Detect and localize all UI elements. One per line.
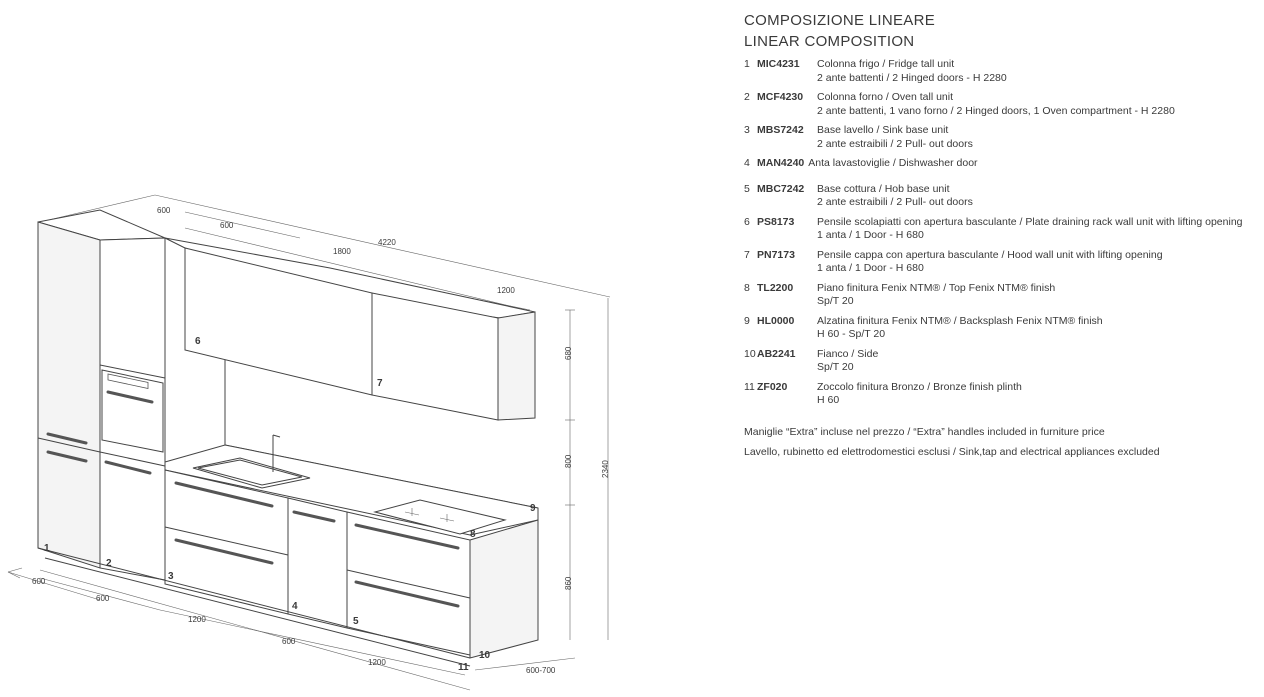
item-code: AB2241 xyxy=(757,347,796,360)
oven-tall-unit xyxy=(99,237,166,581)
item-description: Fianco / Side xyxy=(817,347,879,360)
label-9: 9 xyxy=(530,503,536,514)
label-4: 4 xyxy=(292,601,298,612)
list-item: 8 TL2200 Piano finitura Fenix NTM® / Top… xyxy=(744,282,1254,309)
title-english: LINEAR COMPOSITION xyxy=(744,33,915,50)
item-description: Base cottura / Hob base unit xyxy=(817,182,950,195)
item-code: MBS7242 xyxy=(757,124,804,136)
dim-right-800: 800 xyxy=(564,454,573,468)
dim-right-2340: 2340 xyxy=(601,460,610,478)
label-11: 11 xyxy=(458,662,469,673)
dim-bottom-600-700: 600-700 xyxy=(526,666,556,675)
item-description: Base lavello / Sink base unit xyxy=(817,124,949,136)
dim-bottom-600-b: 600 xyxy=(96,594,110,603)
label-8: 8 xyxy=(470,529,476,540)
item-detail: Sp/T 20 xyxy=(817,361,854,373)
dim-top-1200: 1200 xyxy=(497,286,515,295)
item-detail: 2 ante battenti / 2 Hinged doors - H 228… xyxy=(817,71,1007,84)
kitchen-isometric-drawing: 600 600 1800 4220 1200 680 800 2340 860 … xyxy=(7,194,611,691)
wall-units xyxy=(164,237,536,445)
item-number: 11 xyxy=(744,380,755,393)
label-7: 7 xyxy=(377,378,383,389)
list-item: 9 HL0000 Alzatina finitura Fenix NTM® / … xyxy=(744,315,1254,342)
item-description: Pensile cappa con apertura basculante / … xyxy=(817,248,1163,261)
item-detail: H 60 - Sp/T 20 xyxy=(817,328,886,340)
item-list: 1 MIC4231 Colonna frigo / Fridge tall un… xyxy=(744,58,1254,408)
item-number: 4 xyxy=(744,157,750,169)
item-detail: 2 ante battenti, 1 vano forno / 2 Hinged… xyxy=(817,104,1175,117)
label-1: 1 xyxy=(44,543,50,554)
label-3: 3 xyxy=(168,571,174,582)
item-detail: H 60 xyxy=(817,394,840,406)
composition-legend: COMPOSIZIONE LINEARE LINEAR COMPOSITION … xyxy=(744,10,1254,462)
item-code: HL0000 xyxy=(757,314,795,327)
item-code: MBC7242 xyxy=(757,182,805,195)
item-description: Anta lavastoviglie / Dishwasher door xyxy=(808,157,978,169)
item-number: 6 xyxy=(744,215,750,228)
list-item: 4 MAN4240 Anta lavastoviglie / Dishwashe… xyxy=(744,157,1254,171)
item-code: MIC4231 xyxy=(757,58,800,70)
dim-bottom-1200-b: 1200 xyxy=(368,658,386,667)
item-number: 8 xyxy=(744,281,750,294)
item-number: 5 xyxy=(744,182,750,195)
item-number: 2 xyxy=(744,91,750,103)
dim-top-1800: 1800 xyxy=(333,247,351,256)
item-code: ZF020 xyxy=(757,380,788,393)
item-description: Piano finitura Fenix NTM® / Top Fenix NT… xyxy=(817,281,1056,294)
notes: Maniglie “Extra” incluse nel prezzo / “E… xyxy=(744,422,1254,462)
item-description: Colonna frigo / Fridge tall unit xyxy=(817,58,955,70)
base-cabinets xyxy=(37,469,539,667)
list-item: 2 MCF4230 Colonna forno / Oven tall unit… xyxy=(744,91,1254,118)
item-detail: 1 anta / 1 Door - H 680 xyxy=(817,229,924,241)
item-code: PS8173 xyxy=(757,215,795,228)
dim-top-600-a: 600 xyxy=(157,206,171,215)
item-description: Zoccolo finitura Bronzo / Bronze finish … xyxy=(817,380,1022,393)
dim-bottom-600-a: 600 xyxy=(32,577,46,586)
item-description: Colonna forno / Oven tall unit xyxy=(817,91,953,103)
dim-bottom-600-c: 600 xyxy=(282,637,296,646)
dim-bottom-1200-a: 1200 xyxy=(188,615,206,624)
dim-top-600-b: 600 xyxy=(220,221,234,230)
dim-top-4220: 4220 xyxy=(378,238,396,247)
item-description: Alzatina finitura Fenix NTM® / Backsplas… xyxy=(817,314,1103,327)
bottom-dimension-lines xyxy=(7,567,576,691)
list-item: 11 ZF020 Zoccolo finitura Bronzo / Bronz… xyxy=(744,381,1254,408)
label-6: 6 xyxy=(195,336,201,347)
label-5: 5 xyxy=(353,616,359,627)
list-item: 1 MIC4231 Colonna frigo / Fridge tall un… xyxy=(744,58,1254,85)
item-description: Pensile scolapiatti con apertura bascula… xyxy=(817,215,1243,228)
note-excluded: Lavello, rubinetto ed elettrodomestici e… xyxy=(744,445,1160,458)
item-code: PN7173 xyxy=(757,248,795,261)
item-detail: Sp/T 20 xyxy=(817,295,854,307)
item-number: 9 xyxy=(744,314,750,327)
item-number: 3 xyxy=(744,124,750,136)
item-detail: 1 anta / 1 Door - H 680 xyxy=(817,262,924,274)
item-detail: 2 ante estraibili / 2 Pull- out doors xyxy=(817,196,973,208)
item-number: 1 xyxy=(744,58,750,70)
title-italian: COMPOSIZIONE LINEARE xyxy=(744,12,936,29)
label-10: 10 xyxy=(479,650,491,661)
item-code: MAN4240 xyxy=(757,157,805,169)
label-2: 2 xyxy=(106,558,112,569)
item-code: MCF4230 xyxy=(757,91,804,103)
dim-right-680: 680 xyxy=(564,346,573,360)
list-item: 7 PN7173 Pensile cappa con apertura basc… xyxy=(744,249,1254,276)
list-item: 6 PS8173 Pensile scolapiatti con apertur… xyxy=(744,216,1254,243)
note-handles: Maniglie “Extra” incluse nel prezzo / “E… xyxy=(744,425,1105,438)
item-detail: 2 ante estraibili / 2 Pull- out doors xyxy=(817,137,973,150)
item-number: 7 xyxy=(744,248,750,261)
item-code: TL2200 xyxy=(757,281,794,294)
dim-right-860: 860 xyxy=(564,576,573,590)
item-number: 10 xyxy=(744,347,756,360)
